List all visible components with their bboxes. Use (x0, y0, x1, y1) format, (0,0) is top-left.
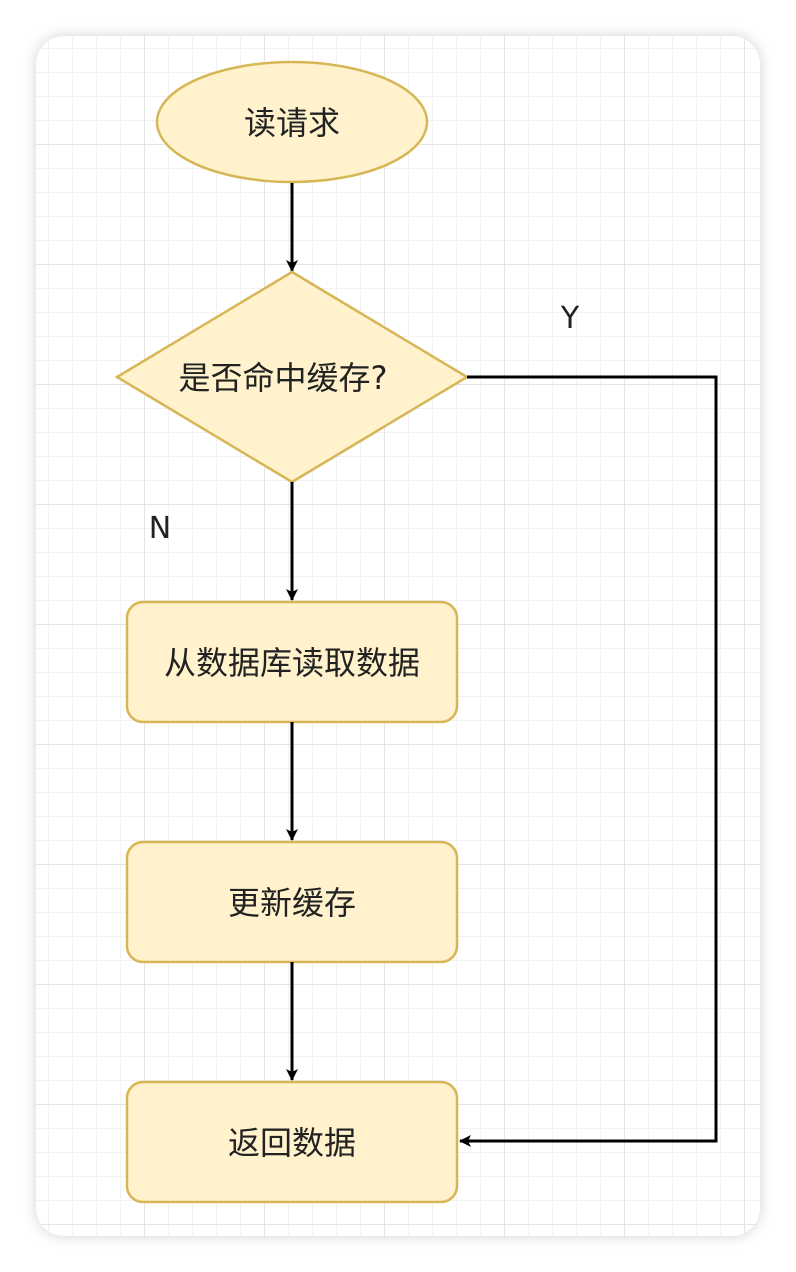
decision-node[interactable]: 是否命中缓存? (114, 270, 470, 484)
edge-decision-to-return-data (459, 375, 718, 1147)
decision-node-label: 是否命中缓存? (179, 359, 388, 397)
return-data-node-label: 返回数据 (228, 1124, 356, 1162)
read-db-node[interactable]: 从数据库读取数据 (125, 600, 459, 724)
update-cache-node-label: 更新缓存 (228, 884, 356, 922)
start-node[interactable]: 读请求 (155, 60, 429, 184)
return-data-node[interactable]: 返回数据 (125, 1080, 459, 1204)
start-node-label: 读请求 (244, 104, 340, 142)
read-db-node-label: 从数据库读取数据 (164, 644, 420, 682)
update-cache-node[interactable]: 更新缓存 (125, 840, 459, 964)
edge-label-yes: Y (560, 301, 580, 336)
edge-label-no: N (149, 511, 171, 546)
